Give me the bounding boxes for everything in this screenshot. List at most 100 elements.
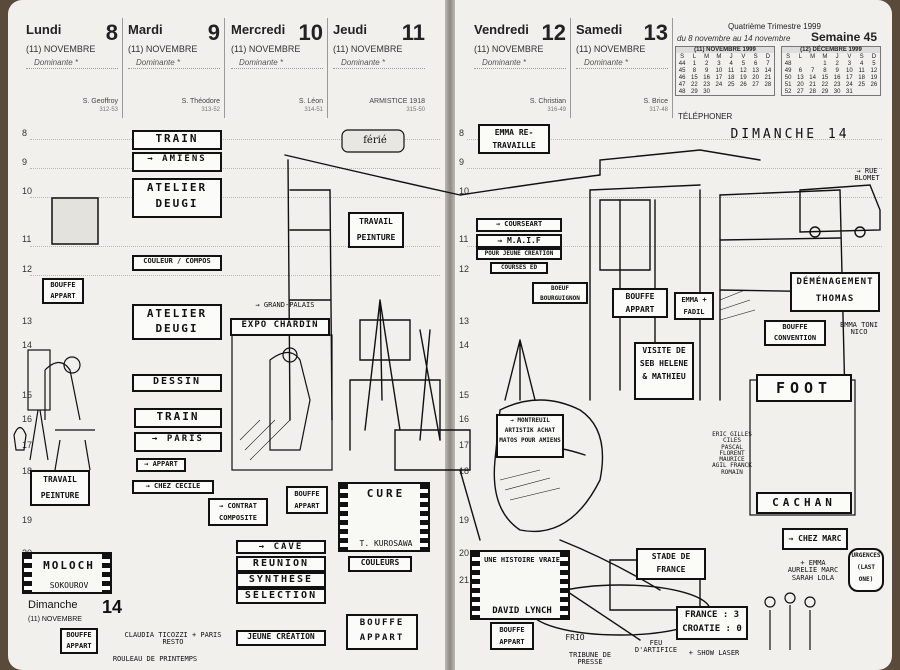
day-header-wednesday: Mercredi 10 (11) NOVEMBRE Dominante * S.… <box>227 18 328 118</box>
note-france-croatie: FRANCE : 3 CROATIE : 0 <box>676 606 748 640</box>
note-emma-fadil: EMMA + FADIL <box>674 292 714 320</box>
note-urgences: URGENCES (LAST ONE) <box>848 548 884 592</box>
note-visite: VISITE DE SEB HELENE & MATHIEU <box>634 342 694 400</box>
note-amiens: → AMIENS <box>132 152 222 172</box>
dominante-label: Dominante * <box>341 58 386 67</box>
note-tribune: TRIBUNE DE PRESSE <box>568 651 612 667</box>
note-bouffe-appart-2: BOUFFE APPART <box>60 628 98 654</box>
hour-label: 14 <box>22 340 33 350</box>
month-label: (11) NOVEMBRE <box>333 44 403 54</box>
note-chez-cecile: → CHEZ CECILE <box>132 480 214 494</box>
hour-label: 8 <box>22 128 28 138</box>
hour-label: 20 <box>459 548 470 558</box>
day-number: 12 <box>541 20 566 45</box>
hour-label: 12 <box>459 264 470 274</box>
dimanche-left-month: (11) NOVEMBRE <box>28 616 82 623</box>
hour-label: 11 <box>22 234 32 244</box>
note-joueurs: ERIC GILLES CILES PASCAL FLORENT MAURICE… <box>712 431 752 476</box>
saint-label: ARMISTICE 1918 <box>369 98 425 105</box>
film-perforation <box>102 554 110 592</box>
week-label: Semaine 45 <box>810 30 877 44</box>
grid-line <box>30 197 440 198</box>
film-perforation <box>24 554 32 592</box>
note-expo-chardin: EXPO CHARDIN <box>230 318 330 336</box>
film-strip-moloch: MOLOCH SOKOUROV <box>22 552 112 594</box>
note-bouffe-appart-1: BOUFFE APPART <box>42 278 84 304</box>
note-pour-jeune-creation: POUR JEUNE CRÉATION <box>476 248 562 260</box>
grid-line <box>467 139 882 140</box>
grid-line <box>30 139 440 140</box>
note-bouffe-convention: BOUFFE CONVENTION <box>764 320 826 346</box>
note-contrat: → CONTRAT COMPOSITE <box>208 498 268 526</box>
note-reunion: REUNION <box>236 556 326 572</box>
hour-label: 21 <box>459 575 470 585</box>
note-courses-ed: COURSES ED <box>490 262 548 274</box>
film-director-sokourov: SOKOUROV <box>49 581 89 590</box>
dominante-label: Dominante * <box>584 58 629 67</box>
hour-label: 15 <box>459 390 470 400</box>
note-frio: FRIO <box>565 633 585 642</box>
day-code: 312-53 <box>99 107 118 113</box>
note-dimanche-14: DIMANCHE 14 <box>730 127 850 142</box>
hour-label: 16 <box>459 414 470 424</box>
dimanche-left-label: Dimanche <box>28 599 78 611</box>
film-title-cure: CURE <box>366 487 406 500</box>
saint-label: S. Léon <box>298 98 323 105</box>
hour-label: 18 <box>459 466 470 476</box>
film-perforation <box>340 484 348 550</box>
film-director-kurosawa: T. KUROSAWA <box>359 539 413 548</box>
dimanche-left-number: 14 <box>101 597 123 617</box>
binding-gutter <box>445 0 455 670</box>
day-number: 10 <box>298 20 323 45</box>
saint-label: S. Geoffroy <box>82 98 118 105</box>
dotted-line <box>128 68 220 69</box>
day-number: 11 <box>401 20 425 45</box>
note-cachan: CACHAN <box>756 492 852 514</box>
hour-label: 17 <box>459 440 470 450</box>
day-code: 316-49 <box>547 107 566 113</box>
day-number: 9 <box>207 20 220 45</box>
note-selection: SÉLECTION <box>236 588 326 604</box>
note-appart: → APPART <box>136 458 186 472</box>
note-maif: → M.A.I.F <box>476 234 562 248</box>
month-label: (11) NOVEMBRE <box>474 44 544 54</box>
day-name: Lundi <box>26 22 62 37</box>
note-rouleau: ROULEAU DE PRINTEMPS <box>112 655 198 663</box>
note-couleurs: COULEURS <box>348 556 412 572</box>
hour-label: 9 <box>459 157 465 167</box>
dominante-label: Dominante * <box>239 58 284 67</box>
hour-label: 8 <box>459 128 465 138</box>
film-strip-histoire-vraie: UNE HISTOIRE VRAIE DAVID LYNCH <box>470 550 570 620</box>
note-atelier-deugi-2: ATELIER DEUGI <box>132 304 222 340</box>
hour-label: 19 <box>459 515 470 525</box>
note-bouffe-appart-6: BOUFFE APPART <box>612 288 668 318</box>
telephone-label: TÉLÉPHONER <box>678 112 733 121</box>
hour-label: 16 <box>22 414 33 424</box>
note-train-1: TRAIN <box>132 130 222 150</box>
film-director-lynch: DAVID LYNCH <box>492 606 552 616</box>
note-foot: FOOT <box>756 374 852 402</box>
day-header-thursday: Jeudi 11 (11) NOVEMBRE Dominante * ARMIS… <box>329 18 429 118</box>
note-montreuil: → MONTREUIL ARTISTIK ACHAT MATOS POUR AM… <box>496 414 564 458</box>
dotted-line <box>26 68 118 69</box>
note-couleur-compos: COULEUR / COMPOS <box>132 255 222 271</box>
note-bouffe-appart-3: BOUFFE APPART <box>286 486 328 514</box>
note-emma-retravaille: EMMA RE-TRAVAILLE <box>478 124 550 154</box>
hour-label: 12 <box>22 264 33 274</box>
note-synthese: SYNTHÈSE <box>236 572 326 588</box>
dotted-line <box>474 68 566 69</box>
hour-label: 15 <box>22 390 33 400</box>
note-grand-palais: → GRAND-PALAIS <box>255 301 315 309</box>
note-bouffe-appart-5: BOUFFE APPART <box>490 622 534 650</box>
month-label: (11) NOVEMBRE <box>231 44 301 54</box>
hour-label: 9 <box>22 157 28 167</box>
day-code: 314-51 <box>304 107 323 113</box>
grid-line <box>30 246 440 247</box>
note-boeuf-bourguignon: BOEUF BOURGUIGNON <box>532 282 588 304</box>
grid-line <box>30 168 440 169</box>
film-perforation <box>420 484 428 550</box>
